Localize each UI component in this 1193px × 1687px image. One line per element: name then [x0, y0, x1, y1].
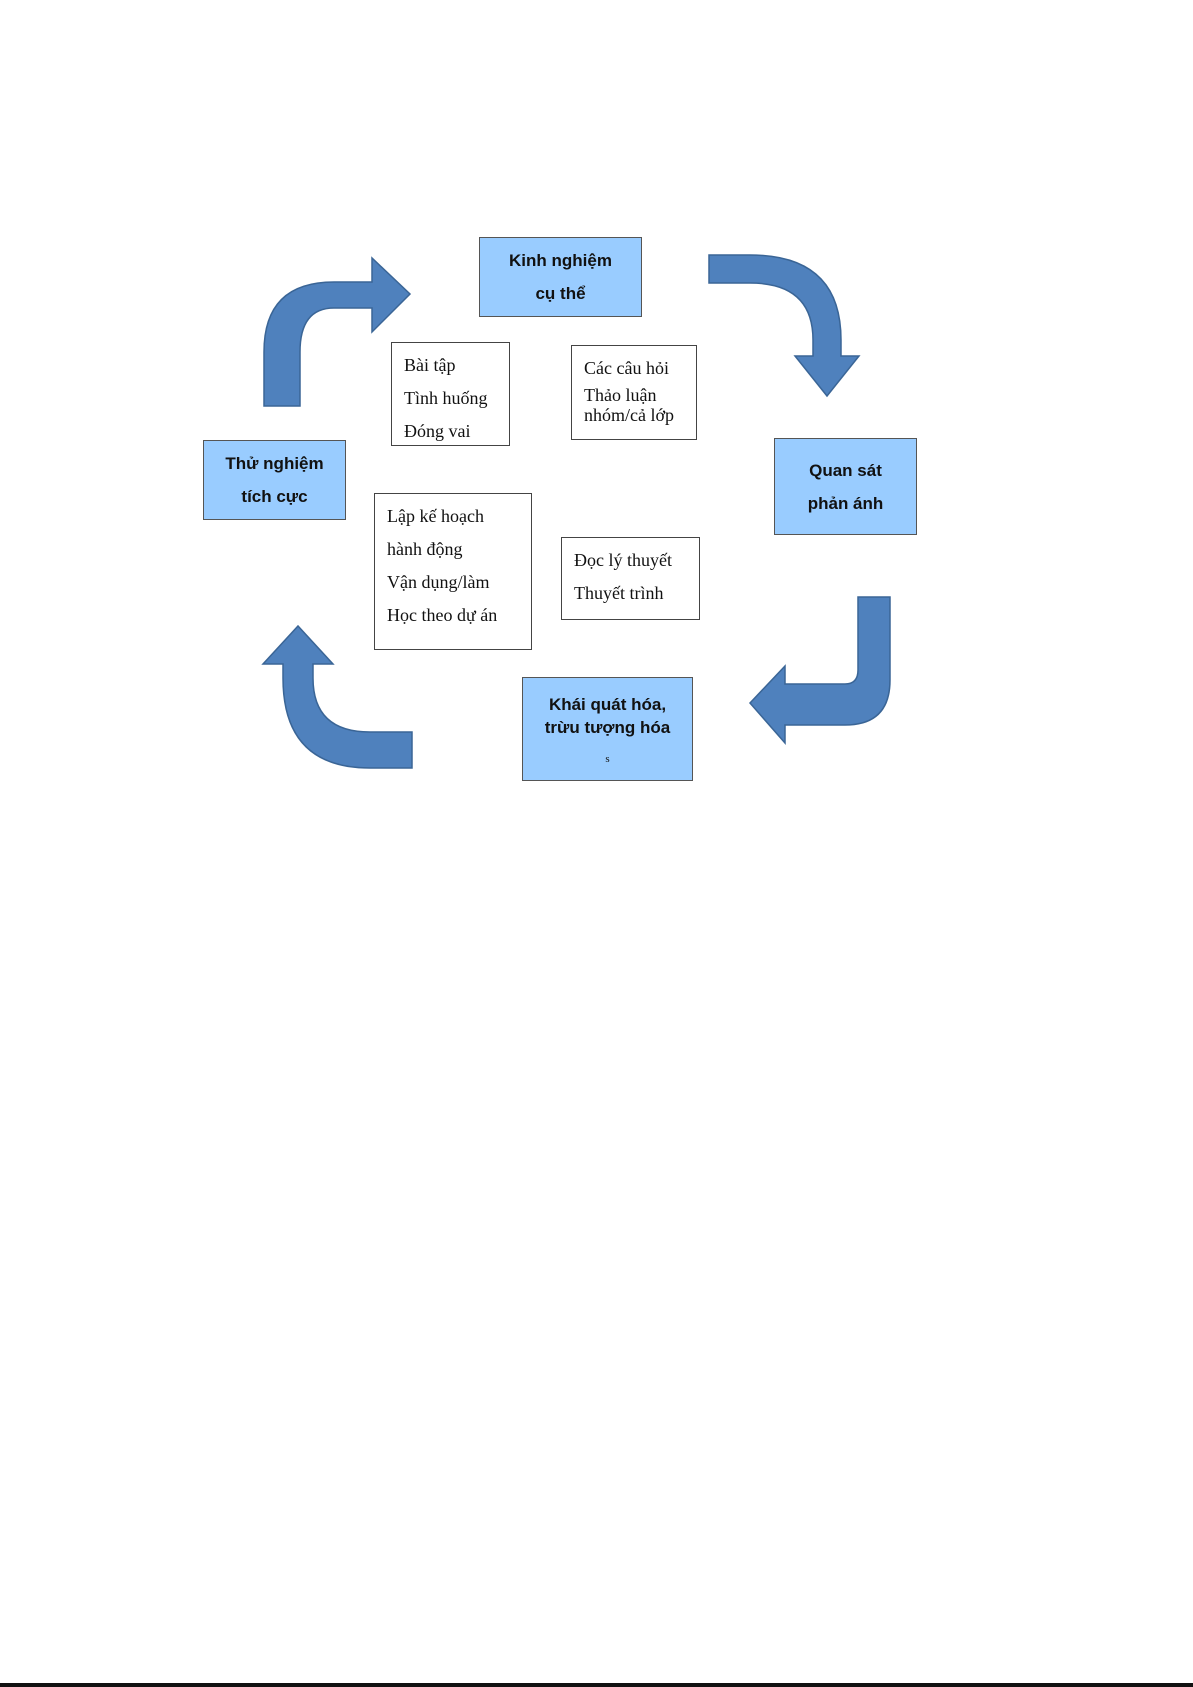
activity-item: Vận dụng/làm: [387, 566, 531, 599]
arrow-top-left: [264, 258, 410, 406]
activity-item: Bài tập: [404, 349, 509, 382]
stage-label-line: Quan sát: [809, 454, 882, 487]
stage-label-line: tích cực: [241, 480, 307, 513]
stage-reflective-observation: Quan sát phản ánh: [774, 438, 917, 535]
stage-label-line: trừu tượng hóa: [545, 716, 670, 739]
activity-item: Thảo luận: [584, 385, 696, 405]
stage-concrete-experience: Kinh nghiệm cụ thể: [479, 237, 642, 317]
page-bottom-rule: [0, 1683, 1193, 1687]
activity-item: nhóm/cả lớp: [584, 405, 696, 425]
activity-box-planning: Lập kế hoạch hành động Vận dụng/làm Học …: [374, 493, 532, 650]
activity-item: Đọc lý thuyết: [574, 544, 699, 577]
stage-label-line: Thử nghiệm: [225, 447, 323, 480]
stage-label-line: Khái quát hóa,: [549, 693, 666, 716]
stage-abstract-conceptualization: Khái quát hóa, trừu tượng hóa s: [522, 677, 693, 781]
activity-item: hành động: [387, 533, 531, 566]
arrow-top-right: [709, 255, 859, 396]
stage-label-line: Kinh nghiệm: [509, 244, 612, 277]
activity-item: Tình huống: [404, 382, 509, 415]
stage-label-line: phản ánh: [808, 487, 884, 520]
activity-item: Học theo dự án: [387, 599, 531, 632]
activity-box-exercises: Bài tập Tình huống Đóng vai: [391, 342, 510, 446]
activity-item: Các câu hỏi: [584, 352, 696, 385]
stage-active-experimentation: Thử nghiệm tích cực: [203, 440, 346, 520]
stage-note: s: [605, 753, 609, 765]
activity-item: Lập kế hoạch: [387, 500, 531, 533]
activity-item: Thuyết trình: [574, 577, 699, 610]
activity-item: Đóng vai: [404, 415, 509, 448]
activity-box-questions: Các câu hỏi Thảo luận nhóm/cả lớp: [571, 345, 697, 440]
arrow-bottom-right: [750, 597, 890, 743]
activity-box-theory: Đọc lý thuyết Thuyết trình: [561, 537, 700, 620]
stage-label-line: cụ thể: [535, 277, 585, 310]
